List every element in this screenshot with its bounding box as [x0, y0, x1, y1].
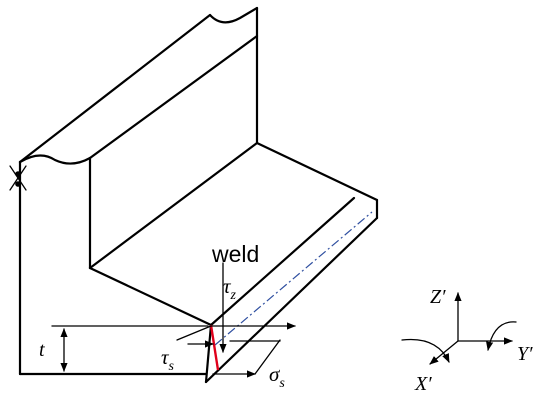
normal-line [176, 325, 212, 341]
rotation-arc-y [486, 321, 517, 351]
stress-arrows [176, 262, 296, 378]
weld-centerline [214, 211, 373, 346]
rotation-arc-x [401, 338, 450, 363]
z-axis-label: Z′ [430, 286, 446, 308]
sigma-s-box [254, 339, 281, 375]
tau-s-label: τs [161, 345, 175, 374]
horizontal-plate [18, 141, 379, 384]
weld-throat-line [209, 324, 220, 371]
x-axis-label: X′ [414, 373, 432, 395]
x-axis-arrow [429, 340, 459, 365]
vertical-plate [18, 6, 259, 376]
y-axis-label: Y′ [517, 343, 533, 365]
coordinate-axes: Z′ Y′ X′ [401, 286, 533, 395]
sigma-s-label: σs [269, 362, 285, 391]
break-symbol-icon [9, 165, 27, 191]
tau-z-label: τz [223, 274, 237, 303]
thickness-dimension: t [39, 325, 209, 372]
weld-label: weld [211, 241, 259, 267]
thickness-label: t [39, 339, 45, 361]
